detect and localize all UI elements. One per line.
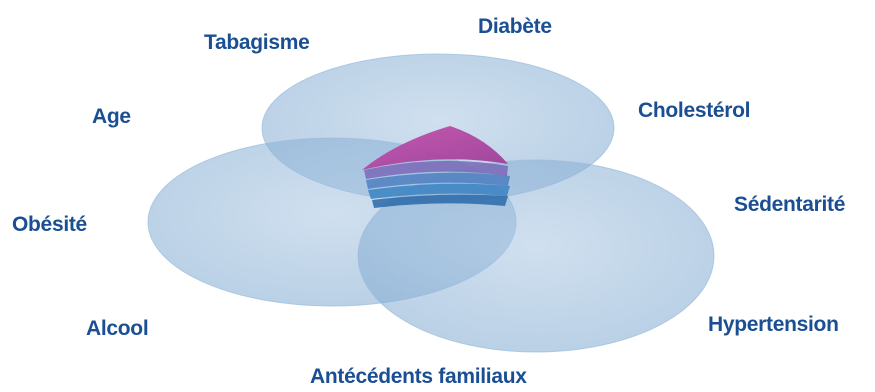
factor-label-obesite: Obésité [12,214,87,235]
factor-label-sedentarite: Sédentarité [734,194,845,215]
factor-label-alcool: Alcool [86,318,148,339]
factor-label-age: Age [92,106,131,127]
factor-label-diabete: Diabète [478,16,552,37]
factor-label-cholesterol: Cholestérol [638,100,750,121]
factor-label-tabagisme: Tabagisme [204,32,309,53]
factor-label-antecedents-familiaux: Antécédents familiaux [310,366,527,387]
factor-label-hypertension: Hypertension [708,314,839,335]
